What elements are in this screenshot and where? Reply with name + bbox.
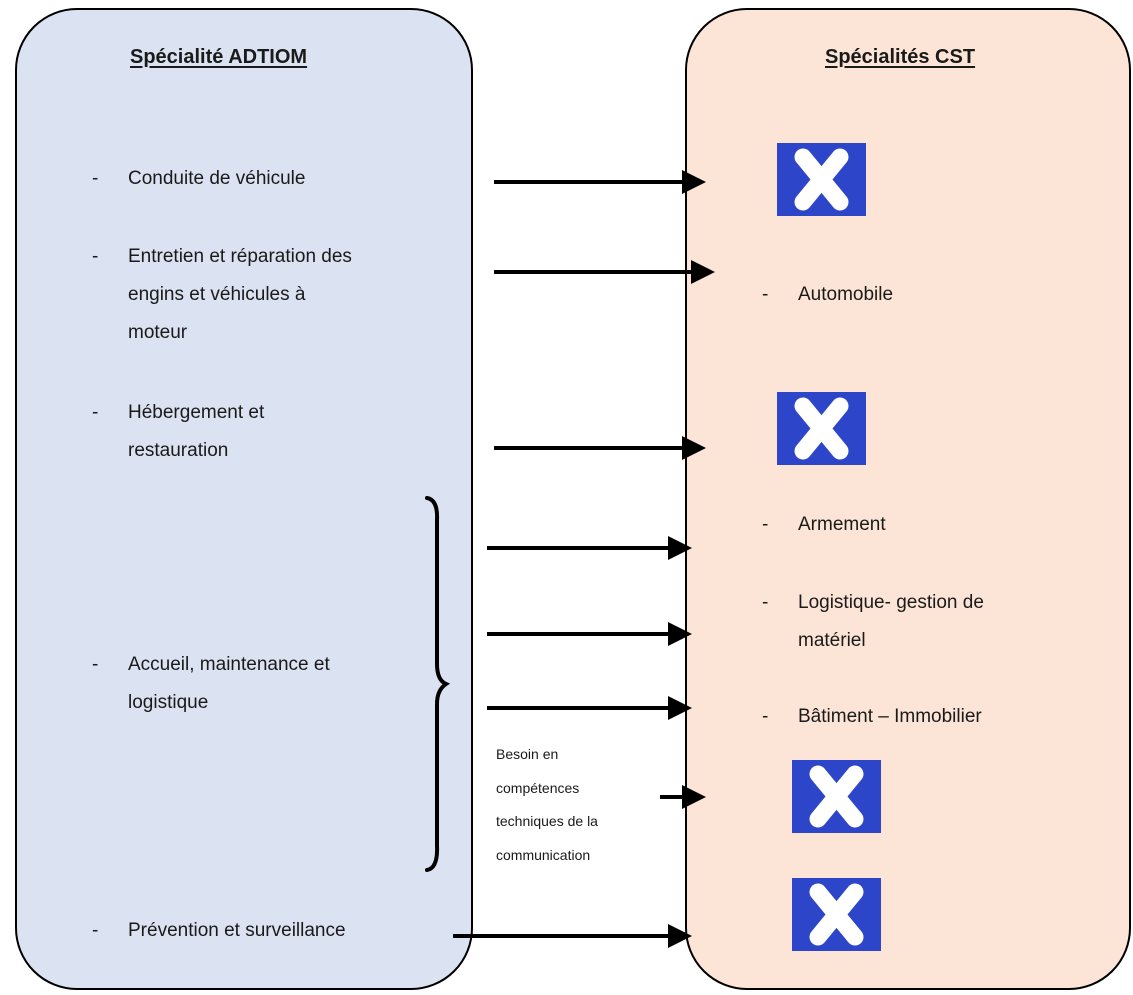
item-label: Prévention et surveillance [128,920,346,941]
x-cross-icon [777,392,866,465]
adtiom-title: Spécialité ADTIOM [130,46,308,68]
item-label: Hébergement et [128,402,265,423]
x-cross-icon [792,878,881,951]
item-dash: - [92,168,99,189]
item-dash: - [762,284,769,305]
note-line: communication [496,847,591,863]
x-cross-icon [777,143,866,216]
item-dash: - [92,654,99,675]
item-dash: - [92,246,99,267]
item-dash: - [762,706,769,727]
item-label: restauration [128,440,229,461]
item-dash: - [92,920,99,941]
item-label: Bâtiment – Immobilier [798,706,982,727]
item-dash: - [762,592,769,613]
note-line: Besoin en [496,746,559,762]
item-label: moteur [128,322,188,343]
adtiom-specialties-panel [15,8,473,990]
item-label: Automobile [798,284,894,305]
x-cross-icon [792,760,881,833]
cst-specialties-panel [685,8,1131,990]
cst-title: Spécialités CST [825,46,976,68]
item-label: matériel [798,630,866,651]
item-dash: - [92,402,99,423]
note-line: compétences [496,780,580,796]
right-curly-brace [425,496,451,872]
item-label: Logistique- gestion de [798,592,984,613]
item-label: logistique [128,692,209,713]
item-label: Armement [798,514,886,535]
item-label: Conduite de véhicule [128,168,306,189]
item-dash: - [762,514,769,535]
item-label: engins et véhicules à [128,284,306,305]
note-line: techniques de la [496,813,598,829]
item-label: Accueil, maintenance et [128,654,330,675]
item-label: Entretien et réparation des [128,246,352,267]
